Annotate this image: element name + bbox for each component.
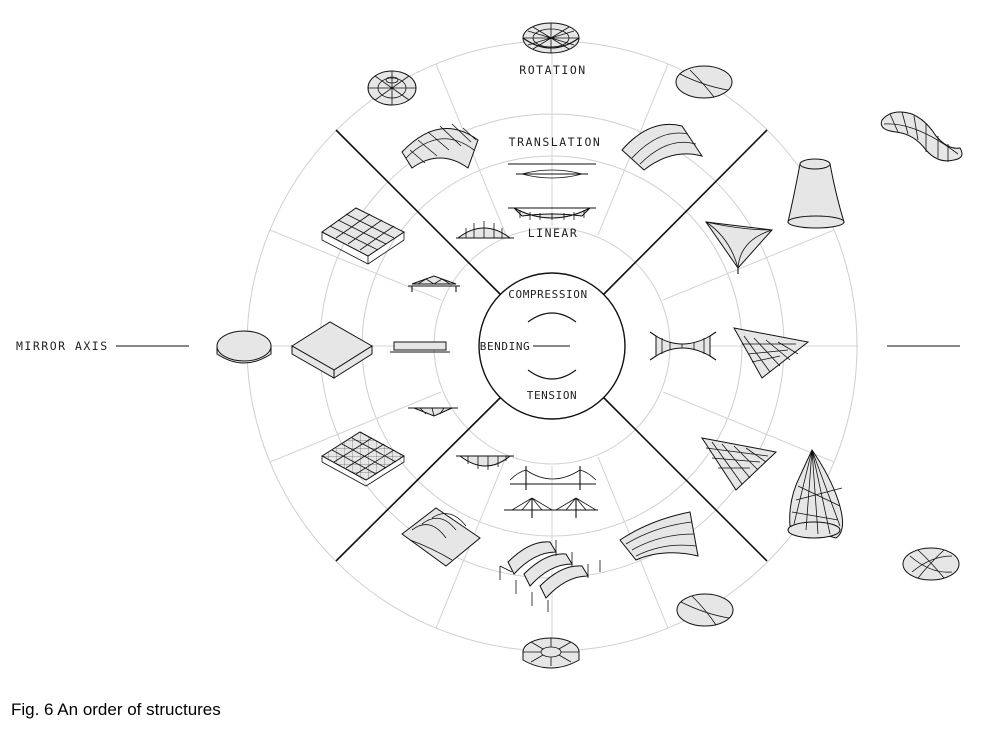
label-mirror-axis: MIRROR AXIS (16, 339, 109, 353)
arch-suspension (456, 455, 514, 470)
pneumatic-pillow (880, 111, 963, 162)
compression-arc (527, 312, 577, 323)
label-translation: TRANSLATION (509, 135, 602, 149)
shell-lower (619, 511, 699, 561)
vault-translation (621, 123, 704, 171)
rotation-dome-ribbed (367, 70, 417, 106)
grid-frame (321, 431, 405, 487)
truss-beam (408, 275, 460, 292)
translation-truss-diagram (508, 207, 596, 220)
label-compression: COMPRESSION (508, 288, 587, 301)
rotation-dome-top (522, 22, 580, 54)
elliptic-shell-top (675, 65, 733, 99)
cable-structure-parallel (499, 540, 601, 612)
sector-dividers (335, 129, 768, 562)
tension-cone-tower (787, 448, 843, 539)
solid-slab (291, 321, 373, 379)
solid-disc (216, 330, 272, 364)
ellipse-grid-shell (902, 547, 960, 581)
translation-cable-diagram (508, 163, 596, 179)
cable-net-lower (700, 437, 778, 491)
suspension-bridge (509, 466, 597, 490)
cable-net-corner (733, 327, 810, 379)
cable-stayed-bridge (504, 497, 598, 518)
cable-net-saddle (704, 221, 774, 274)
beam (390, 341, 450, 353)
truss-arch (456, 221, 514, 239)
figure-caption: Fig. 6 An order of structures (11, 700, 221, 719)
ribbed-vault-lower (401, 507, 481, 567)
label-linear: LINEAR (528, 226, 579, 240)
cable-ring-wheel (522, 637, 580, 669)
label-rotation: ROTATION (519, 63, 586, 77)
label-tension: TENSION (527, 389, 578, 402)
label-bending: BENDING (480, 340, 531, 353)
truss-underslung (408, 407, 458, 417)
elliptic-shell-lower (676, 593, 734, 627)
space-frame (321, 207, 405, 265)
ribbed-shell-top (401, 123, 479, 169)
cooling-tower (787, 158, 845, 229)
cable-beam (649, 331, 717, 361)
tension-arc (527, 369, 577, 380)
